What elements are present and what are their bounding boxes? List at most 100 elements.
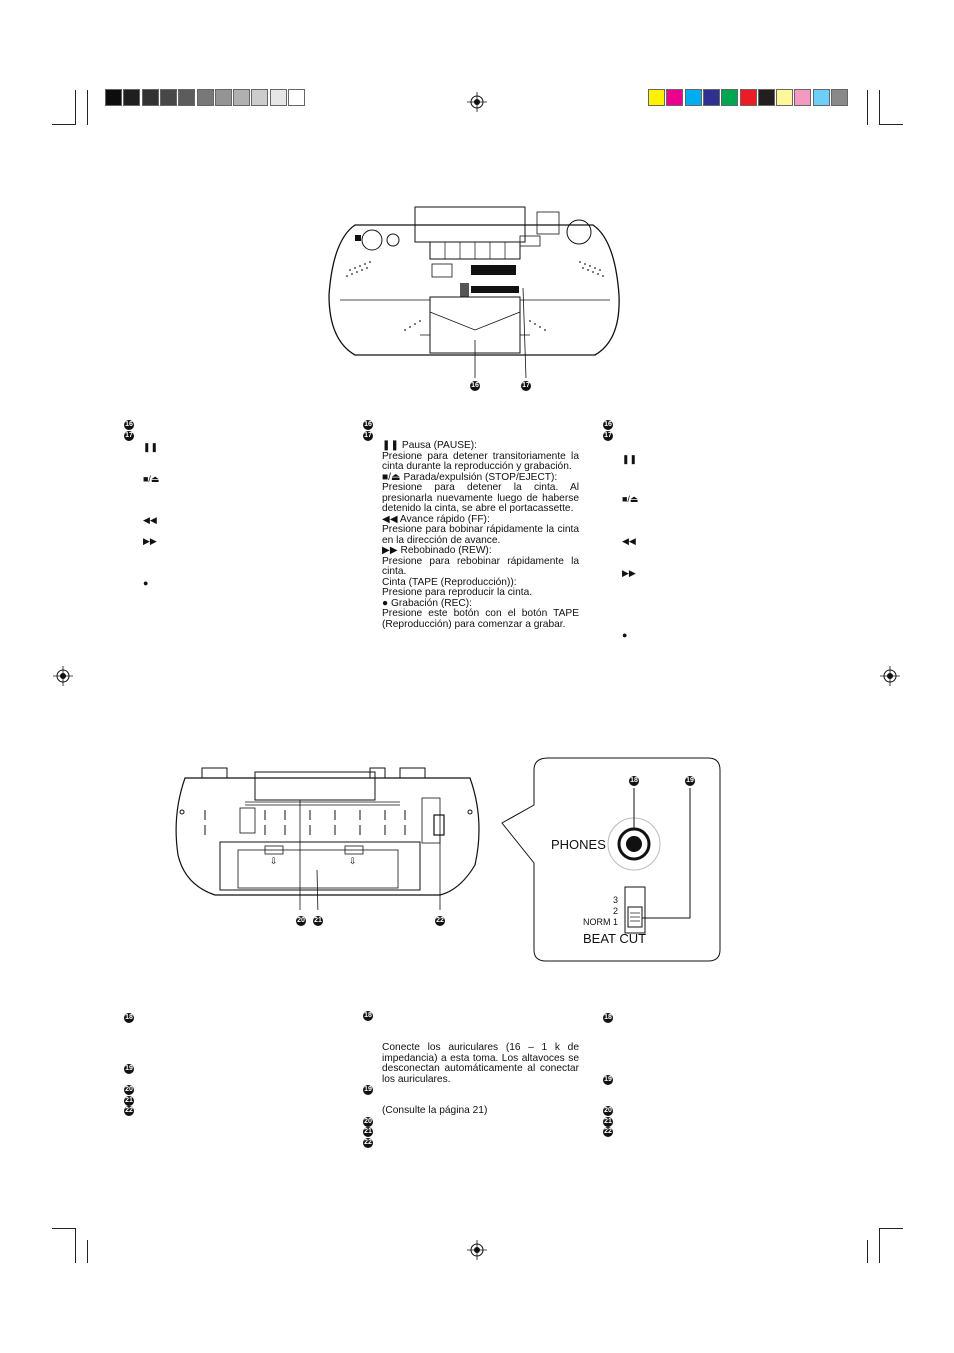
rew-desc: Presione para rebobinar rápidamente la c… [382,555,579,577]
stop-title: ■/⏏ Parada/expulsión (STOP/EJECT): [382,471,558,483]
item-20-marker: 20 [603,1106,613,1116]
ff-desc: Presione para bobinar rápidamente la cin… [382,524,579,546]
callout-19: 19 [685,776,695,786]
svg-text:⇩: ⇩ [270,857,278,867]
gray-swatch [251,89,269,106]
see-page-note: (Consulte la página 21) [382,1105,488,1116]
gray-swatch [178,89,196,106]
item-16-marker: 16 [363,420,373,430]
item-20-marker: 20 [363,1117,373,1127]
item-18-marker: 18 [363,1011,373,1021]
pause-desc: Presione para detener transitoriamente l… [382,450,579,472]
crop-mark [879,90,880,125]
color-swatch [757,89,775,106]
item-22-marker: 22 [124,1106,134,1116]
record-icon: ● [143,578,149,588]
phones-zoom-bubble [501,757,721,962]
registration-mark-icon [467,1240,487,1260]
phones-label: PHONES [551,837,606,852]
switch-position-norm1: NORM 1 [583,917,619,927]
item-17-marker: 17 [124,431,134,441]
item-19-marker: 19 [603,1075,613,1085]
gray-swatch [269,89,287,106]
stop-eject-icon: ■/⏏ [143,474,160,484]
item-19-marker: 19 [363,1085,373,1095]
item-20-marker: 20 [124,1085,134,1095]
item-21-marker: 21 [603,1117,613,1127]
gray-swatch [141,89,159,106]
item-21-marker: 21 [363,1127,373,1137]
color-swatch [648,89,665,106]
crop-mark [879,1228,903,1229]
color-swatch [776,89,794,106]
switch-position-2: 2 [613,906,619,916]
tape-desc: Presione para reproducir la cinta. [382,587,533,598]
callout-21: 21 [313,916,323,926]
crop-mark [75,1228,76,1263]
crop-mark [879,1228,880,1263]
gray-swatch [123,89,141,106]
pause-icon: ❚❚ [143,442,159,452]
crop-mark [879,124,903,125]
rec-desc: Presione este botón con el botón TAPE (R… [382,608,579,630]
pause-title: ❚❚ Pausa (PAUSE): [382,440,478,451]
crop-mark [52,1228,76,1229]
callout-16: 16 [470,381,480,391]
callout-17: 17 [521,381,531,391]
rewind-icon: ◀◀ [622,536,636,546]
switch-position-3: 3 [613,895,619,905]
callout-18: 18 [629,776,639,786]
stop-eject-icon: ■/⏏ [622,494,639,504]
tape-controls-description: ❚❚ Pausa (PAUSE): Presione para detener … [382,440,579,630]
crop-mark [75,90,76,125]
color-swatch [721,89,739,106]
boombox-rear-diagram: ⇩ ⇩ [175,767,480,910]
item-16-marker: 16 [603,420,613,430]
fast-forward-icon: ▶▶ [622,568,636,578]
item-17-marker: 17 [603,431,613,441]
crop-mark [87,1240,88,1263]
color-swatch [739,89,757,106]
item-16-marker: 16 [124,420,134,430]
crop-mark [867,90,868,125]
registration-mark-icon [467,92,487,112]
gray-swatch [288,89,305,106]
item-22-marker: 22 [363,1138,373,1148]
crop-mark [87,90,88,125]
callout-22: 22 [435,916,445,926]
item-17-marker: 17 [363,431,373,441]
color-swatch [794,89,812,106]
rewind-icon: ◀◀ [143,515,157,525]
color-swatch [812,89,830,106]
color-swatch [831,89,848,106]
color-swatch [702,89,720,106]
item-22-marker: 22 [603,1127,613,1137]
item-19-marker: 19 [124,1064,134,1074]
beat-cut-label: BEAT CUT [583,931,647,946]
gray-swatch [214,89,232,106]
item-21-marker: 21 [124,1096,134,1106]
registration-mark-icon [53,666,73,686]
item-18-marker: 18 [603,1013,613,1023]
item-18-marker: 18 [124,1013,134,1023]
stop-desc: Presione para detener la cinta. Al presi… [382,482,579,514]
fast-forward-icon: ▶▶ [143,536,157,546]
gray-swatch [233,89,251,106]
rec-title: ● Grabación (REC): [382,597,472,609]
record-icon: ● [622,630,628,640]
boombox-front-diagram [328,206,620,379]
callout-20: 20 [296,916,306,926]
crop-mark [52,124,76,125]
color-swatch [666,89,684,106]
phones-description: Conecte los auriculares (16 – 1 k de imp… [382,1042,579,1085]
pause-icon: ❚❚ [622,454,638,464]
tape-title: Cinta (TAPE (Reproducción)): [382,576,517,588]
rew-title: ▶▶ Rebobinado (REW): [382,545,492,556]
crop-mark [867,1240,868,1263]
color-swatch [684,89,702,106]
registration-mark-icon [880,666,900,686]
gray-swatch [196,89,214,106]
gray-swatch [159,89,177,106]
ff-title: ◀◀ Avance rápido (FF): [382,513,490,525]
svg-text:⇩: ⇩ [349,857,357,867]
